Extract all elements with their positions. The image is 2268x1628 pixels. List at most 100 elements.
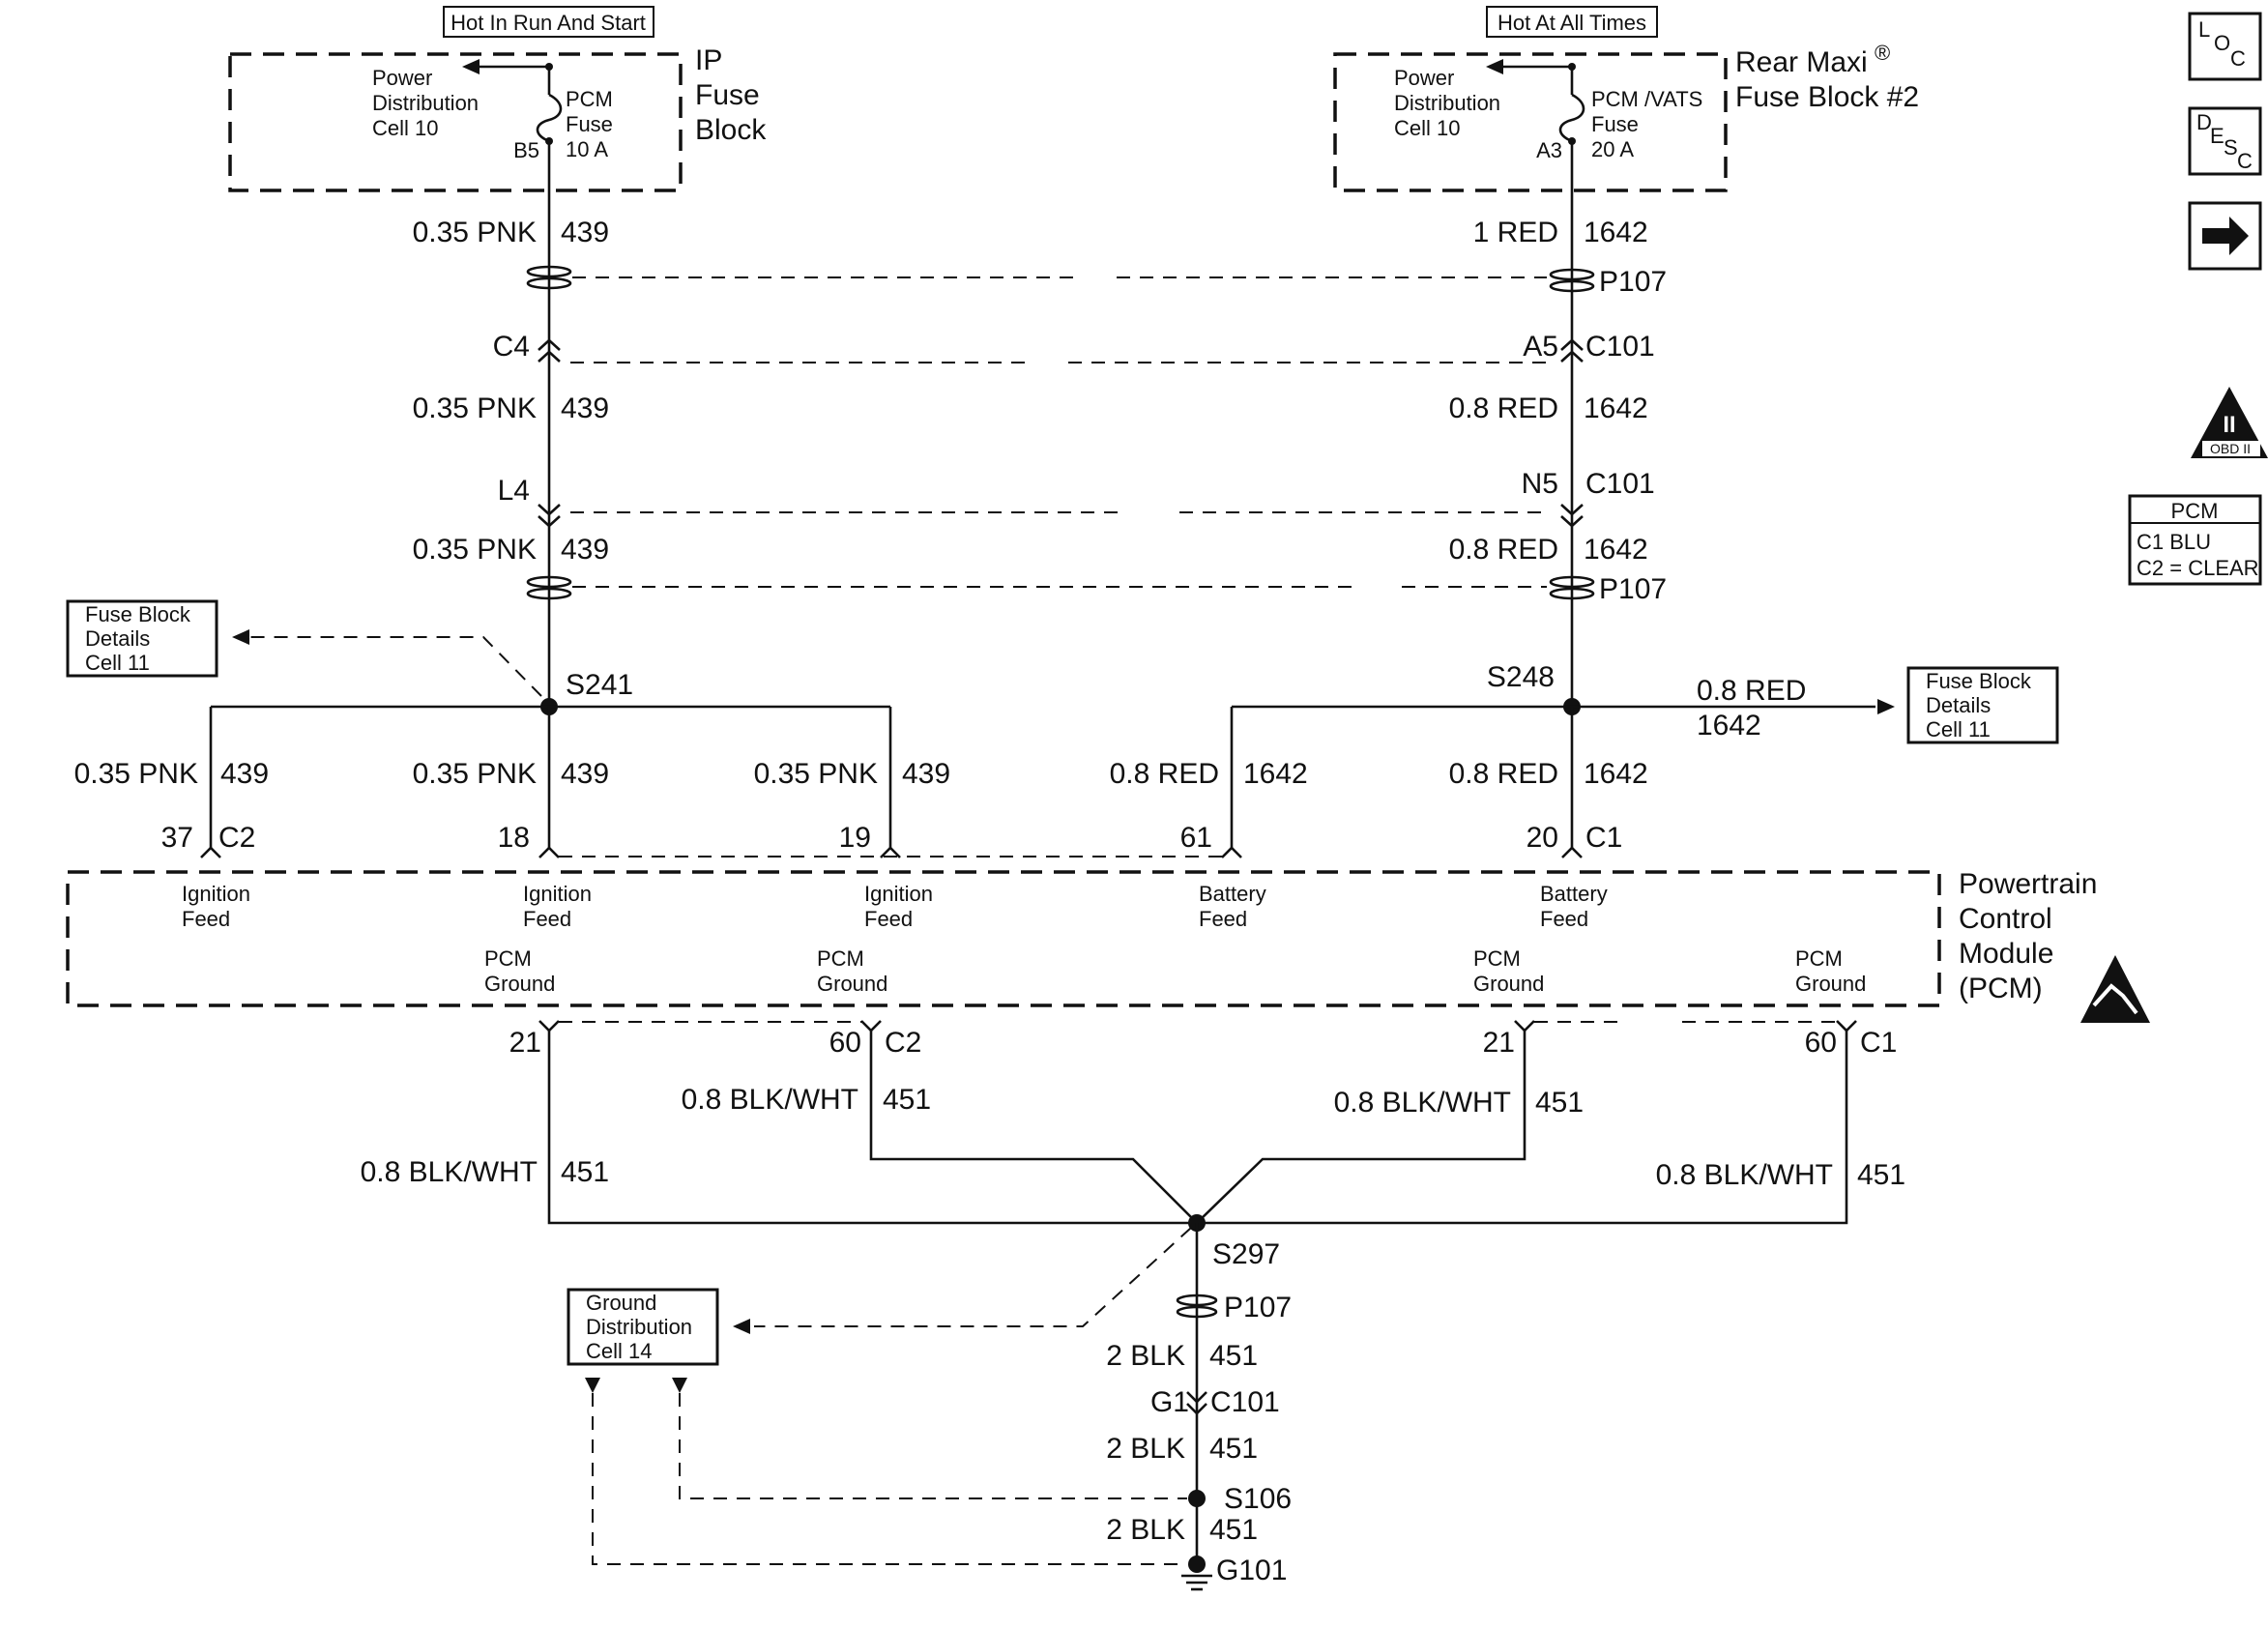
n5-label: N5 xyxy=(1522,468,1558,500)
gnd-21b-gauge: 0.8 BLK/WHT xyxy=(1334,1087,1511,1119)
ip-fuse-block-title-1: IP xyxy=(695,44,722,76)
pcm-outline xyxy=(66,870,1941,1007)
ground-distribution-ref[interactable] xyxy=(567,1288,719,1366)
fuse-block-details-left[interactable] xyxy=(66,599,218,678)
rear-maxi-title-2: Fuse Block #2 xyxy=(1735,81,1919,113)
branch-61-circuit: 1642 xyxy=(1243,758,1308,790)
next-arrow-icon[interactable] xyxy=(2188,201,2262,271)
rm-pd-line-2: Distribution xyxy=(1394,91,1500,115)
s248-ref-circuit: 1642 xyxy=(1697,710,1761,741)
c1-label-top: C1 xyxy=(1585,822,1622,854)
rm-fuse-line-2: Fuse xyxy=(1591,112,1639,136)
hot-run-start-box xyxy=(443,6,654,38)
p107-label-bottom: P107 xyxy=(1224,1292,1292,1323)
branch-61-gauge: 0.8 RED xyxy=(1110,758,1219,790)
rm-fuse-pin: A3 xyxy=(1536,138,1562,162)
desc-icon[interactable]: D E S C xyxy=(2188,106,2262,176)
svg-text:O: O xyxy=(2214,31,2230,55)
c101-label-bottom: C101 xyxy=(1210,1386,1280,1418)
svg-text:L: L xyxy=(2198,17,2210,42)
rm-pd-line-1: Power xyxy=(1394,66,1454,90)
ign-feed-37-2: Feed xyxy=(182,907,230,931)
rear-maxi-registered: ® xyxy=(1875,41,1890,65)
ign-feed-18-2: Feed xyxy=(523,907,571,931)
fuse-block-details-right[interactable] xyxy=(1906,666,2059,744)
branch-18-gauge: 0.35 PNK xyxy=(413,758,537,790)
svg-text:C: C xyxy=(2230,46,2246,71)
hot-all-times-label: Hot At All Times xyxy=(1497,11,1646,35)
ign-feed-18-1: Ignition xyxy=(523,882,592,906)
branch-37-circuit: 439 xyxy=(220,758,269,790)
bat-feed-20-1: Battery xyxy=(1540,882,1608,906)
ign-feed-37-1: Ignition xyxy=(182,882,250,906)
svg-text:II: II xyxy=(2223,412,2235,438)
gnd-21b-circuit: 451 xyxy=(1535,1087,1584,1119)
blk-circuit-1: 451 xyxy=(1209,1340,1258,1372)
blk-circuit-2: 451 xyxy=(1209,1433,1258,1465)
pcm-ground-21b-2: Ground xyxy=(1473,972,1544,996)
fbd-right-arrow-icon xyxy=(1877,699,1895,714)
ip-pd-line-1: Power xyxy=(372,66,432,90)
gnd-21a-gauge: 0.8 BLK/WHT xyxy=(361,1156,538,1188)
pin-18: 18 xyxy=(498,822,530,854)
branch-20-gauge: 0.8 RED xyxy=(1449,758,1558,790)
wire-1642-circuit-2: 1642 xyxy=(1584,392,1648,424)
gnd-60b-gauge: 0.8 BLK/WHT xyxy=(1656,1159,1833,1191)
l4-label: L4 xyxy=(498,475,530,507)
rm-fuse-icon xyxy=(1558,93,1585,143)
branch-18-circuit: 439 xyxy=(561,758,609,790)
l4-connector-icon xyxy=(538,504,561,528)
loc-icon[interactable]: L O C xyxy=(2188,12,2262,81)
p107-connector-left xyxy=(526,265,572,290)
svg-text:OBD II: OBD II xyxy=(2210,441,2251,456)
g1-label: G1 xyxy=(1150,1386,1189,1418)
pin-60b: 60 xyxy=(1805,1027,1837,1059)
ip-fuse-block-title-2: Fuse xyxy=(695,79,760,111)
c101-label-upper: C101 xyxy=(1585,331,1655,363)
p107-connector-right xyxy=(1549,268,1595,293)
fbd-left-line-2: Details xyxy=(85,626,150,651)
wire-439-gauge-2: 0.35 PNK xyxy=(413,392,537,424)
hot-run-start-label: Hot In Run And Start xyxy=(451,11,646,35)
svg-text:C: C xyxy=(2237,149,2253,173)
ip-pd-arrow-icon xyxy=(462,59,480,74)
ip-pd-line-3: Cell 10 xyxy=(372,116,438,140)
svg-text:D: D xyxy=(2196,110,2212,134)
gd-line-3: Cell 14 xyxy=(586,1339,652,1363)
p107-label-right-upper: P107 xyxy=(1599,266,1667,298)
pcm-ground-21b-1: PCM xyxy=(1473,946,1521,971)
ip-fuse-block-outline xyxy=(228,52,683,192)
pcm-ground-60b-2: Ground xyxy=(1795,972,1866,996)
branch-19-gauge: 0.35 PNK xyxy=(754,758,878,790)
pin-61: 61 xyxy=(1180,822,1212,854)
fbd-left-arrow-icon xyxy=(232,629,249,645)
fbd-right-line-3: Cell 11 xyxy=(1926,717,1991,741)
a5-label: A5 xyxy=(1523,331,1558,363)
wire-439-gauge-3: 0.35 PNK xyxy=(413,534,537,566)
pcm-ground-21a-1: PCM xyxy=(484,946,532,971)
ip-fuse-block-title-3: Block xyxy=(695,114,767,146)
branch-20-circuit: 1642 xyxy=(1584,758,1648,790)
rm-fuse-line-3: 20 A xyxy=(1591,137,1634,161)
blk-gauge-3: 2 BLK xyxy=(1106,1514,1185,1546)
n5-connector-icon xyxy=(1560,504,1584,528)
pin-21a: 21 xyxy=(509,1027,541,1059)
blk-gauge-2: 2 BLK xyxy=(1106,1433,1185,1465)
c2-label-bottom: C2 xyxy=(885,1027,921,1059)
blk-circuit-3: 451 xyxy=(1209,1514,1258,1546)
esd-warning-icon xyxy=(2080,955,2150,1023)
c2-label-top: C2 xyxy=(218,822,255,854)
wire-1642-gauge-2: 0.8 RED xyxy=(1449,392,1558,424)
s248-ref-gauge: 0.8 RED xyxy=(1697,675,1806,707)
obd2-icon: II OBD II xyxy=(2191,387,2268,458)
s106-splice xyxy=(1188,1490,1206,1507)
c4-connector-icon xyxy=(538,338,561,363)
ip-fuse-line-2: Fuse xyxy=(566,112,613,136)
wire-1642-circuit-3: 1642 xyxy=(1584,534,1648,566)
pcm-title-3: Module xyxy=(1959,938,2053,970)
ign-feed-19-2: Feed xyxy=(864,907,913,931)
wire-439-circuit-2: 439 xyxy=(561,392,609,424)
c101-label-middle: C101 xyxy=(1585,468,1655,500)
p107-connector-right-lower xyxy=(1549,575,1595,600)
